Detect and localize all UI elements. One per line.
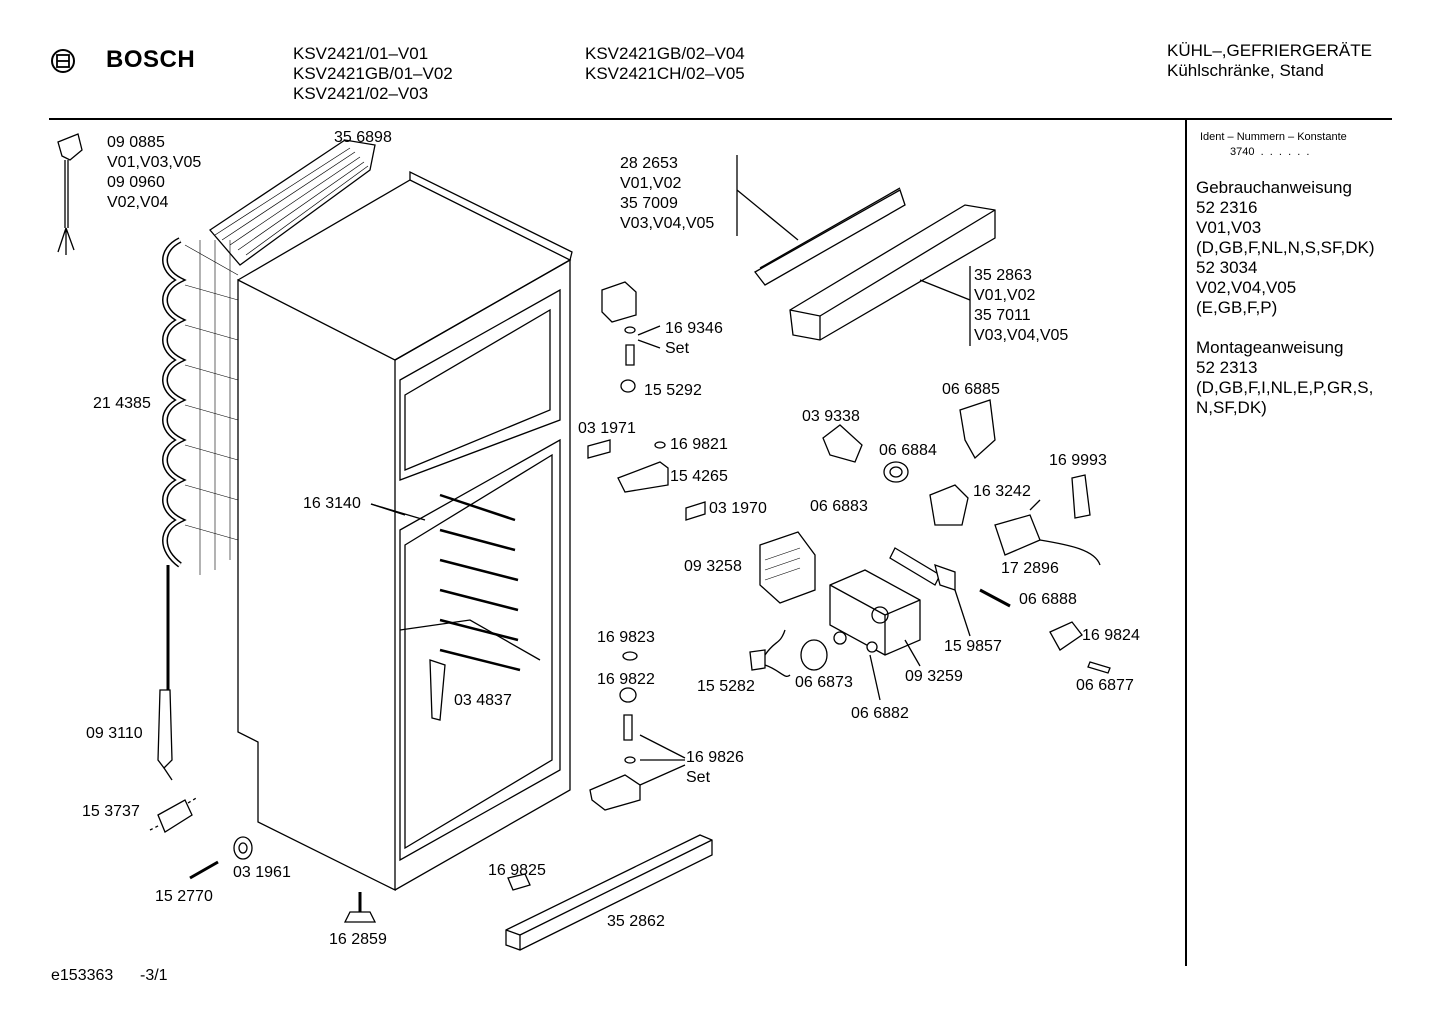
- part-label: 06 6877: [1076, 677, 1134, 694]
- category-line: Kühlschränke, Stand: [1167, 61, 1324, 80]
- part-label: 16 2859: [329, 931, 387, 948]
- part-label: 15 9857: [944, 638, 1002, 655]
- ident-title: Ident – Nummern – Konstante: [1200, 131, 1347, 143]
- page-number: -3/1: [140, 967, 168, 984]
- light-cover-icon: [759, 531, 816, 604]
- doc-line: (D,GB,F,I,NL,E,P,GR,S,: [1196, 378, 1374, 397]
- part-label: 15 3737: [82, 803, 140, 820]
- ident-box: Ident – Nummern – Konstante 3740 . . . .…: [1200, 130, 1425, 160]
- part-label: 16 3140: [303, 495, 361, 512]
- model-list-1: KSV2421/01–V01 KSV2421GB/01–V02 KSV2421/…: [293, 44, 453, 104]
- part-label: 35 2862: [607, 913, 665, 930]
- part-label: 16 9346 Set: [665, 320, 723, 357]
- model-item: KSV2421GB/01–V02: [293, 64, 453, 83]
- cabinet-icon: [237, 170, 573, 892]
- part-label: 15 5282: [697, 678, 755, 695]
- part-label: 03 9338: [802, 408, 860, 425]
- doc-line: 52 2316: [1196, 198, 1258, 217]
- part-label: 16 9826 Set: [686, 749, 744, 786]
- part-label: 16 9822: [597, 671, 655, 688]
- part-label: 15 5292: [644, 382, 702, 399]
- doc-section-title: Gebrauchanweisung: [1196, 178, 1352, 197]
- part-label: 06 6885: [942, 381, 1000, 398]
- part-label: 06 6888: [1019, 591, 1077, 608]
- ident-value: 3740 . . . . . .: [1230, 146, 1310, 158]
- foot-screw-icon: [343, 892, 377, 923]
- part-label: 06 6884: [879, 442, 937, 459]
- bosch-logo-icon: [50, 48, 76, 74]
- part-label: 21 4385: [93, 395, 151, 412]
- part-label: 03 1970: [709, 500, 767, 517]
- part-label: 16 9825: [488, 862, 546, 879]
- roller-icon: [233, 836, 253, 860]
- doc-section-title: Montageanweisung: [1196, 338, 1344, 357]
- part-label: 03 1961: [233, 864, 291, 881]
- doc-line: (D,GB,F,NL,N,S,SF,DK): [1196, 238, 1375, 257]
- part-label: 09 3259: [905, 668, 963, 685]
- drain-tube-icon: [149, 796, 199, 833]
- part-label: 16 9823: [597, 629, 655, 646]
- documents-section: Gebrauchanweisung 52 2316 V01,V03 (D,GB,…: [1196, 178, 1426, 418]
- light-socket-icon: [822, 424, 909, 483]
- thermostat-icon: [929, 474, 1101, 566]
- part-label: 35 6898: [334, 129, 392, 146]
- door-rail-icon: [754, 187, 906, 286]
- hinge-middle-icon: [587, 439, 706, 521]
- doc-line: 52 3034: [1196, 258, 1258, 277]
- model-list-2: KSV2421GB/02–V04 KSV2421CH/02–V05: [585, 44, 745, 84]
- condenser-coil-icon: [162, 139, 376, 690]
- part-label: 17 2896: [1001, 560, 1059, 577]
- thermostat-housing-icon: [829, 569, 921, 656]
- lamp-cap-icon: [1049, 621, 1111, 674]
- model-item: KSV2421/01–V01: [293, 44, 429, 63]
- part-label: 03 4837: [454, 692, 512, 709]
- part-label: 35 2863 V01,V02 35 7011 V03,V04,V05: [974, 267, 1069, 344]
- hinge-bottom-icon: [589, 651, 641, 811]
- part-label: 03 1971: [578, 420, 636, 437]
- filter-drier-icon: [157, 689, 173, 781]
- model-item: KSV2421GB/02–V04: [585, 44, 745, 63]
- rod-icon: [189, 860, 219, 880]
- leader-lines: [370, 155, 1041, 786]
- plinth-icon: [505, 834, 713, 951]
- category-line: KÜHL–,GEFRIERGERÄTE: [1167, 41, 1372, 60]
- part-label: 09 3110: [86, 725, 143, 742]
- lamp-wire-icon: [749, 629, 791, 677]
- doc-line: (E,GB,F,P): [1196, 298, 1278, 317]
- part-label: 16 9993: [1049, 452, 1107, 469]
- part-label: 06 6873: [795, 674, 853, 691]
- power-plug-icon: [57, 133, 83, 255]
- knob-icon: [800, 631, 878, 671]
- part-label: 06 6883: [810, 498, 868, 515]
- brand-name: BOSCH: [106, 46, 196, 73]
- switch-icon: [889, 547, 956, 591]
- part-label: 06 6882: [851, 705, 909, 722]
- doc-line: V02,V04,V05: [1196, 278, 1297, 297]
- part-label: 09 3258: [684, 558, 742, 575]
- cover-bracket-icon: [959, 399, 996, 460]
- part-label: 15 4265: [670, 468, 728, 485]
- part-label: 16 3242: [973, 483, 1031, 500]
- category-title: KÜHL–,GEFRIERGERÄTE Kühlschränke, Stand: [1167, 41, 1372, 81]
- doc-line: V01,V03: [1196, 218, 1262, 237]
- part-label: 16 9821: [670, 436, 728, 453]
- doc-id: e153363: [51, 967, 114, 984]
- doc-line: N,SF,DK): [1196, 398, 1267, 417]
- model-item: KSV2421/02–V03: [293, 84, 429, 103]
- model-item: KSV2421CH/02–V05: [585, 64, 745, 83]
- doc-line: 52 2313: [1196, 358, 1258, 377]
- hinge-top-icon: [601, 281, 637, 393]
- link-rod-icon: [979, 588, 1011, 608]
- part-label: 15 2770: [155, 888, 213, 905]
- part-label: 09 0885 V01,V03,V05 09 0960 V02,V04: [107, 134, 202, 211]
- top-cover-icon: [789, 204, 996, 341]
- part-label: 28 2653 V01,V02 35 7009 V03,V04,V05: [620, 155, 715, 232]
- part-label: 16 9824: [1082, 627, 1140, 644]
